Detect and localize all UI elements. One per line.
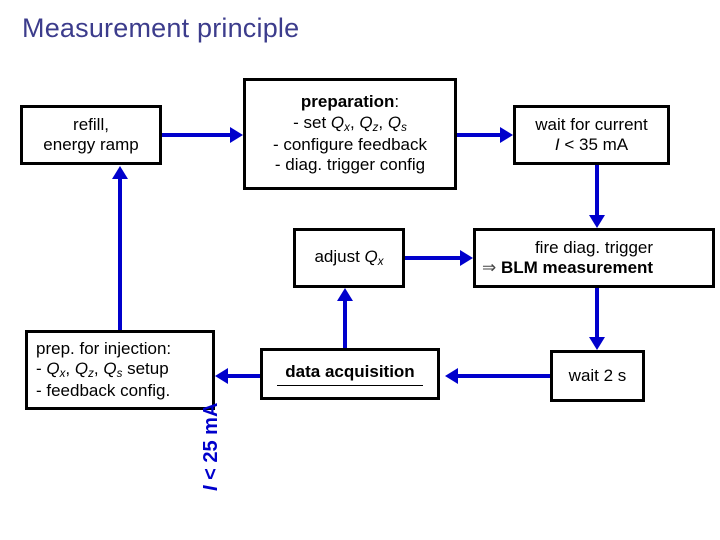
preparation-q-z-sub: z (372, 121, 379, 134)
preparation-q-x-sub: x (344, 121, 350, 134)
preparation-heading-colon: : (394, 92, 400, 112)
box-preparation[interactable]: preparation: - set Qx, Qz, Qs - configur… (243, 78, 457, 190)
arrow-prep-injection-to-refill (118, 178, 122, 330)
wait-current-symbol-i: I (554, 135, 560, 154)
arrow-head-refill-to-preparation (230, 127, 243, 143)
box-prep-for-injection[interactable]: prep. for injection: - Qx, Qz, Qs setup … (25, 330, 215, 410)
data-acquisition-label: data acquisition (285, 361, 415, 381)
prep-q-z-sub: z (88, 367, 94, 380)
preparation-q-z: Q (359, 112, 373, 132)
prep-injection-heading: prep. for injection: (36, 338, 172, 358)
wait-current-threshold: < 35 mA (559, 135, 629, 154)
prep-injection-item-1: - Qx, Qz, Qs setup (36, 359, 169, 382)
prep-q-x: Q (46, 358, 60, 378)
adjust-qx-label: adjust (314, 246, 365, 266)
annotation-symbol-i: I (200, 485, 222, 491)
fire-trigger-line-2: ⇒ BLM measurement (476, 258, 653, 278)
arrow-data-acquisition-to-prep-injection (228, 374, 260, 378)
adjust-qx-line: adjust Qx (314, 247, 383, 270)
box-wait-for-current[interactable]: wait for current I < 35 mA (513, 105, 670, 165)
arrow-wait-2s-to-data-acquisition (458, 374, 550, 378)
preparation-item-2: - configure feedback (272, 135, 428, 155)
prep-q-s: Q (103, 358, 117, 378)
prep-q-z: Q (74, 358, 89, 378)
wait-current-line-2: I < 35 mA (555, 135, 628, 155)
arrow-head-fire-trigger-to-wait-2s (589, 337, 605, 350)
box-fire-diag-trigger[interactable]: fire diag. trigger ⇒ BLM measurement (473, 228, 715, 288)
prep-injection-item-1-suffix: setup (122, 358, 169, 378)
data-acquisition-underline (276, 385, 424, 387)
preparation-sep-2: , (378, 112, 388, 132)
preparation-q-s-sub: s (401, 121, 407, 134)
current-threshold-annotation: I < 25 mA (200, 403, 223, 491)
prep-sep-2: , (93, 358, 104, 378)
arrow-preparation-to-wait-current (457, 133, 500, 137)
prep-q-s-sub: s (116, 367, 123, 380)
preparation-heading: preparation: (301, 92, 399, 112)
wait-current-line-1: wait for current (535, 114, 648, 134)
wait-2s-label: wait 2 s (568, 365, 627, 385)
preparation-sep-1: , (349, 112, 360, 132)
arrow-refill-to-preparation (162, 133, 230, 137)
adjust-qx-symbol: Q (364, 246, 378, 266)
preparation-item-1-prefix: - set (293, 112, 331, 132)
prep-injection-item-2: - feedback config. (36, 381, 171, 401)
prep-injection-item-1-prefix: - (36, 358, 47, 378)
implies-arrow-icon: ⇒ (482, 258, 497, 277)
page-title: Measurement principle (22, 13, 300, 43)
refill-line-1: refill, (73, 114, 109, 134)
preparation-heading-text: preparation (300, 92, 395, 112)
preparation-item-1: - set Qx, Qz, Qs (293, 113, 407, 136)
prep-q-x-sub: x (59, 367, 66, 380)
blm-measurement-label: BLM measurement (500, 258, 654, 277)
box-refill-energy-ramp[interactable]: refill, energy ramp (20, 105, 162, 165)
box-wait-2s[interactable]: wait 2 s (550, 350, 645, 402)
arrow-head-prep-injection-to-refill (112, 166, 128, 179)
refill-line-2: energy ramp (43, 135, 139, 154)
preparation-q-s: Q (387, 112, 402, 132)
arrow-head-data-acquisition-to-adjust-qx (337, 288, 353, 301)
arrow-fire-trigger-to-wait-2s (595, 288, 599, 337)
arrow-head-adjust-qx-to-fire-trigger (460, 250, 473, 266)
preparation-q-x: Q (330, 112, 345, 132)
box-data-acquisition[interactable]: data acquisition (260, 348, 440, 400)
arrow-head-wait-current-to-fire-trigger (589, 215, 605, 228)
box-adjust-qx[interactable]: adjust Qx (293, 228, 405, 288)
arrow-adjust-qx-to-fire-trigger (405, 256, 460, 260)
arrow-head-wait-2s-to-data-acquisition (445, 368, 458, 384)
adjust-qx-subscript: x (377, 255, 384, 268)
prep-sep-1: , (65, 358, 75, 378)
arrow-head-data-acquisition-to-prep-injection (215, 368, 228, 384)
arrow-data-acquisition-to-adjust-qx (343, 300, 347, 348)
preparation-item-3: - diag. trigger config (274, 155, 426, 175)
arrow-wait-current-to-fire-trigger (595, 165, 599, 215)
arrow-head-preparation-to-wait-current (500, 127, 513, 143)
annotation-threshold-text: < 25 mA (200, 402, 222, 486)
fire-trigger-line-1: fire diag. trigger (534, 237, 654, 257)
